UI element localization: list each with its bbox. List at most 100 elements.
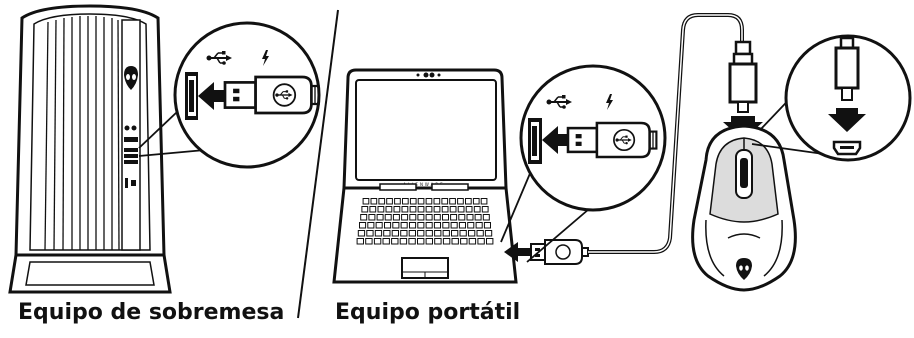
alien-head-icon (124, 66, 138, 90)
alien-head-icon (736, 258, 752, 280)
laptop-zoom-callout (519, 64, 667, 212)
keyboard-key-face (378, 207, 384, 212)
keyboard-key-face (410, 207, 416, 212)
keyboard-key-face (435, 239, 441, 244)
keyboard-key-face (374, 239, 381, 244)
gaming-mouse (691, 124, 797, 292)
keyboard-key-face (410, 199, 416, 204)
keyboard-key-face (426, 215, 432, 220)
keyboard-key-face (375, 231, 382, 236)
keyboard-key-face (443, 231, 449, 236)
keyboard-key-face (360, 223, 366, 228)
keyboard-key-face (469, 239, 476, 244)
keyboard-key-face (384, 231, 390, 236)
keyboard-key-face (409, 239, 415, 244)
laptop: ALIENWARE (332, 68, 518, 284)
keyboard-key-face (392, 231, 398, 236)
mouse-zoom-callout (784, 34, 912, 162)
keyboard-key-face (387, 199, 392, 204)
keyboard-key-face (459, 215, 465, 220)
keyboard-key-face (403, 199, 408, 204)
keyboard-key-face (395, 199, 400, 204)
keyboard-key-face (371, 199, 377, 204)
zoom-line (500, 163, 535, 243)
keyboard-key-face (393, 223, 399, 228)
laptop-brand-logo: ALIENWARE (403, 182, 444, 187)
zoom-line (138, 149, 206, 157)
keyboard-key-face (386, 207, 392, 212)
keyboard-key-face (452, 239, 458, 244)
keyboard-key-face (369, 215, 375, 220)
divider-line (297, 9, 339, 319)
keyboard-key-face (418, 207, 424, 212)
arrow-left-icon (198, 82, 238, 110)
keyboard-key-face (442, 207, 448, 212)
keyboard-key-face (452, 231, 458, 236)
keyboard-key-face (467, 215, 473, 220)
keyboard-key-face (434, 223, 440, 228)
keyboard-key-face (366, 239, 372, 244)
keyboard-key-face (357, 239, 363, 244)
keyboard-key-face (451, 223, 457, 228)
keyboard-key-face (363, 199, 369, 204)
keyboard-key-face (435, 231, 441, 236)
keyboard-key-face (410, 215, 416, 220)
keyboard-key-face (450, 199, 455, 204)
keyboard-key-face (426, 199, 432, 204)
keyboard-key-face (402, 207, 408, 212)
laptop-keyboard (356, 198, 494, 245)
keyboard-key-face (443, 239, 450, 244)
keyboard-key-face (418, 231, 424, 236)
keyboard-key-face (394, 207, 400, 212)
keyboard-key-face (418, 199, 424, 204)
keyboard-key-face (458, 199, 463, 204)
keyboard-key-face (443, 215, 448, 220)
keyboard-key-face (383, 239, 389, 244)
keyboard-key-face (393, 215, 399, 220)
keyboard-key-face (434, 215, 440, 220)
keyboard-key-face (392, 239, 398, 244)
keyboard-key-face (409, 231, 415, 236)
keyboard-key-face (468, 223, 474, 228)
keyboard-key-face (400, 239, 407, 244)
keyboard-key-face (426, 231, 432, 236)
keyboard-key-face (401, 231, 407, 236)
keyboard-key-face (426, 223, 432, 228)
arrow-left-icon (504, 242, 530, 262)
keyboard-key-face (426, 207, 432, 212)
keyboard-key-face (442, 199, 448, 204)
keyboard-key-face (418, 239, 424, 244)
keyboard-key-face (487, 239, 493, 244)
keyboard-key-face (461, 239, 467, 244)
keyboard-key-face (477, 231, 483, 236)
keyboard-key-face (458, 207, 464, 212)
keyboard-key-face (469, 231, 475, 236)
keyboard-key-face (443, 223, 449, 228)
keyboard-key-face (460, 231, 466, 236)
keyboard-key-face (379, 199, 385, 204)
keyboard-key-face (418, 215, 424, 220)
arrow-left-icon (542, 126, 574, 154)
desktop-zoom-callout (173, 21, 321, 169)
keyboard-key-face (434, 199, 440, 204)
keyboard-key-face (484, 223, 490, 228)
keyboard-key-face (376, 223, 382, 228)
usb-plug (568, 123, 656, 157)
keyboard-key-face (459, 223, 465, 228)
desktop-caption: Equipo de sobremesa (18, 300, 285, 325)
keyboard-key-face (377, 215, 383, 220)
keyboard-key-face (466, 207, 472, 212)
keyboard-key-face (450, 207, 456, 212)
keyboard-key-face (478, 239, 484, 244)
keyboard-key-face (368, 223, 374, 228)
keyboard-key-face (434, 207, 440, 212)
keyboard-key-face (385, 223, 391, 228)
keyboard-key-face (475, 215, 481, 220)
keyboard-key-face (367, 231, 373, 236)
laptop-usb-cable (504, 13, 744, 265)
keyboard-key-face (361, 215, 367, 220)
keyboard-key-face (370, 207, 376, 212)
keyboard-key-face (418, 223, 424, 228)
keyboard-key-face (474, 207, 480, 212)
